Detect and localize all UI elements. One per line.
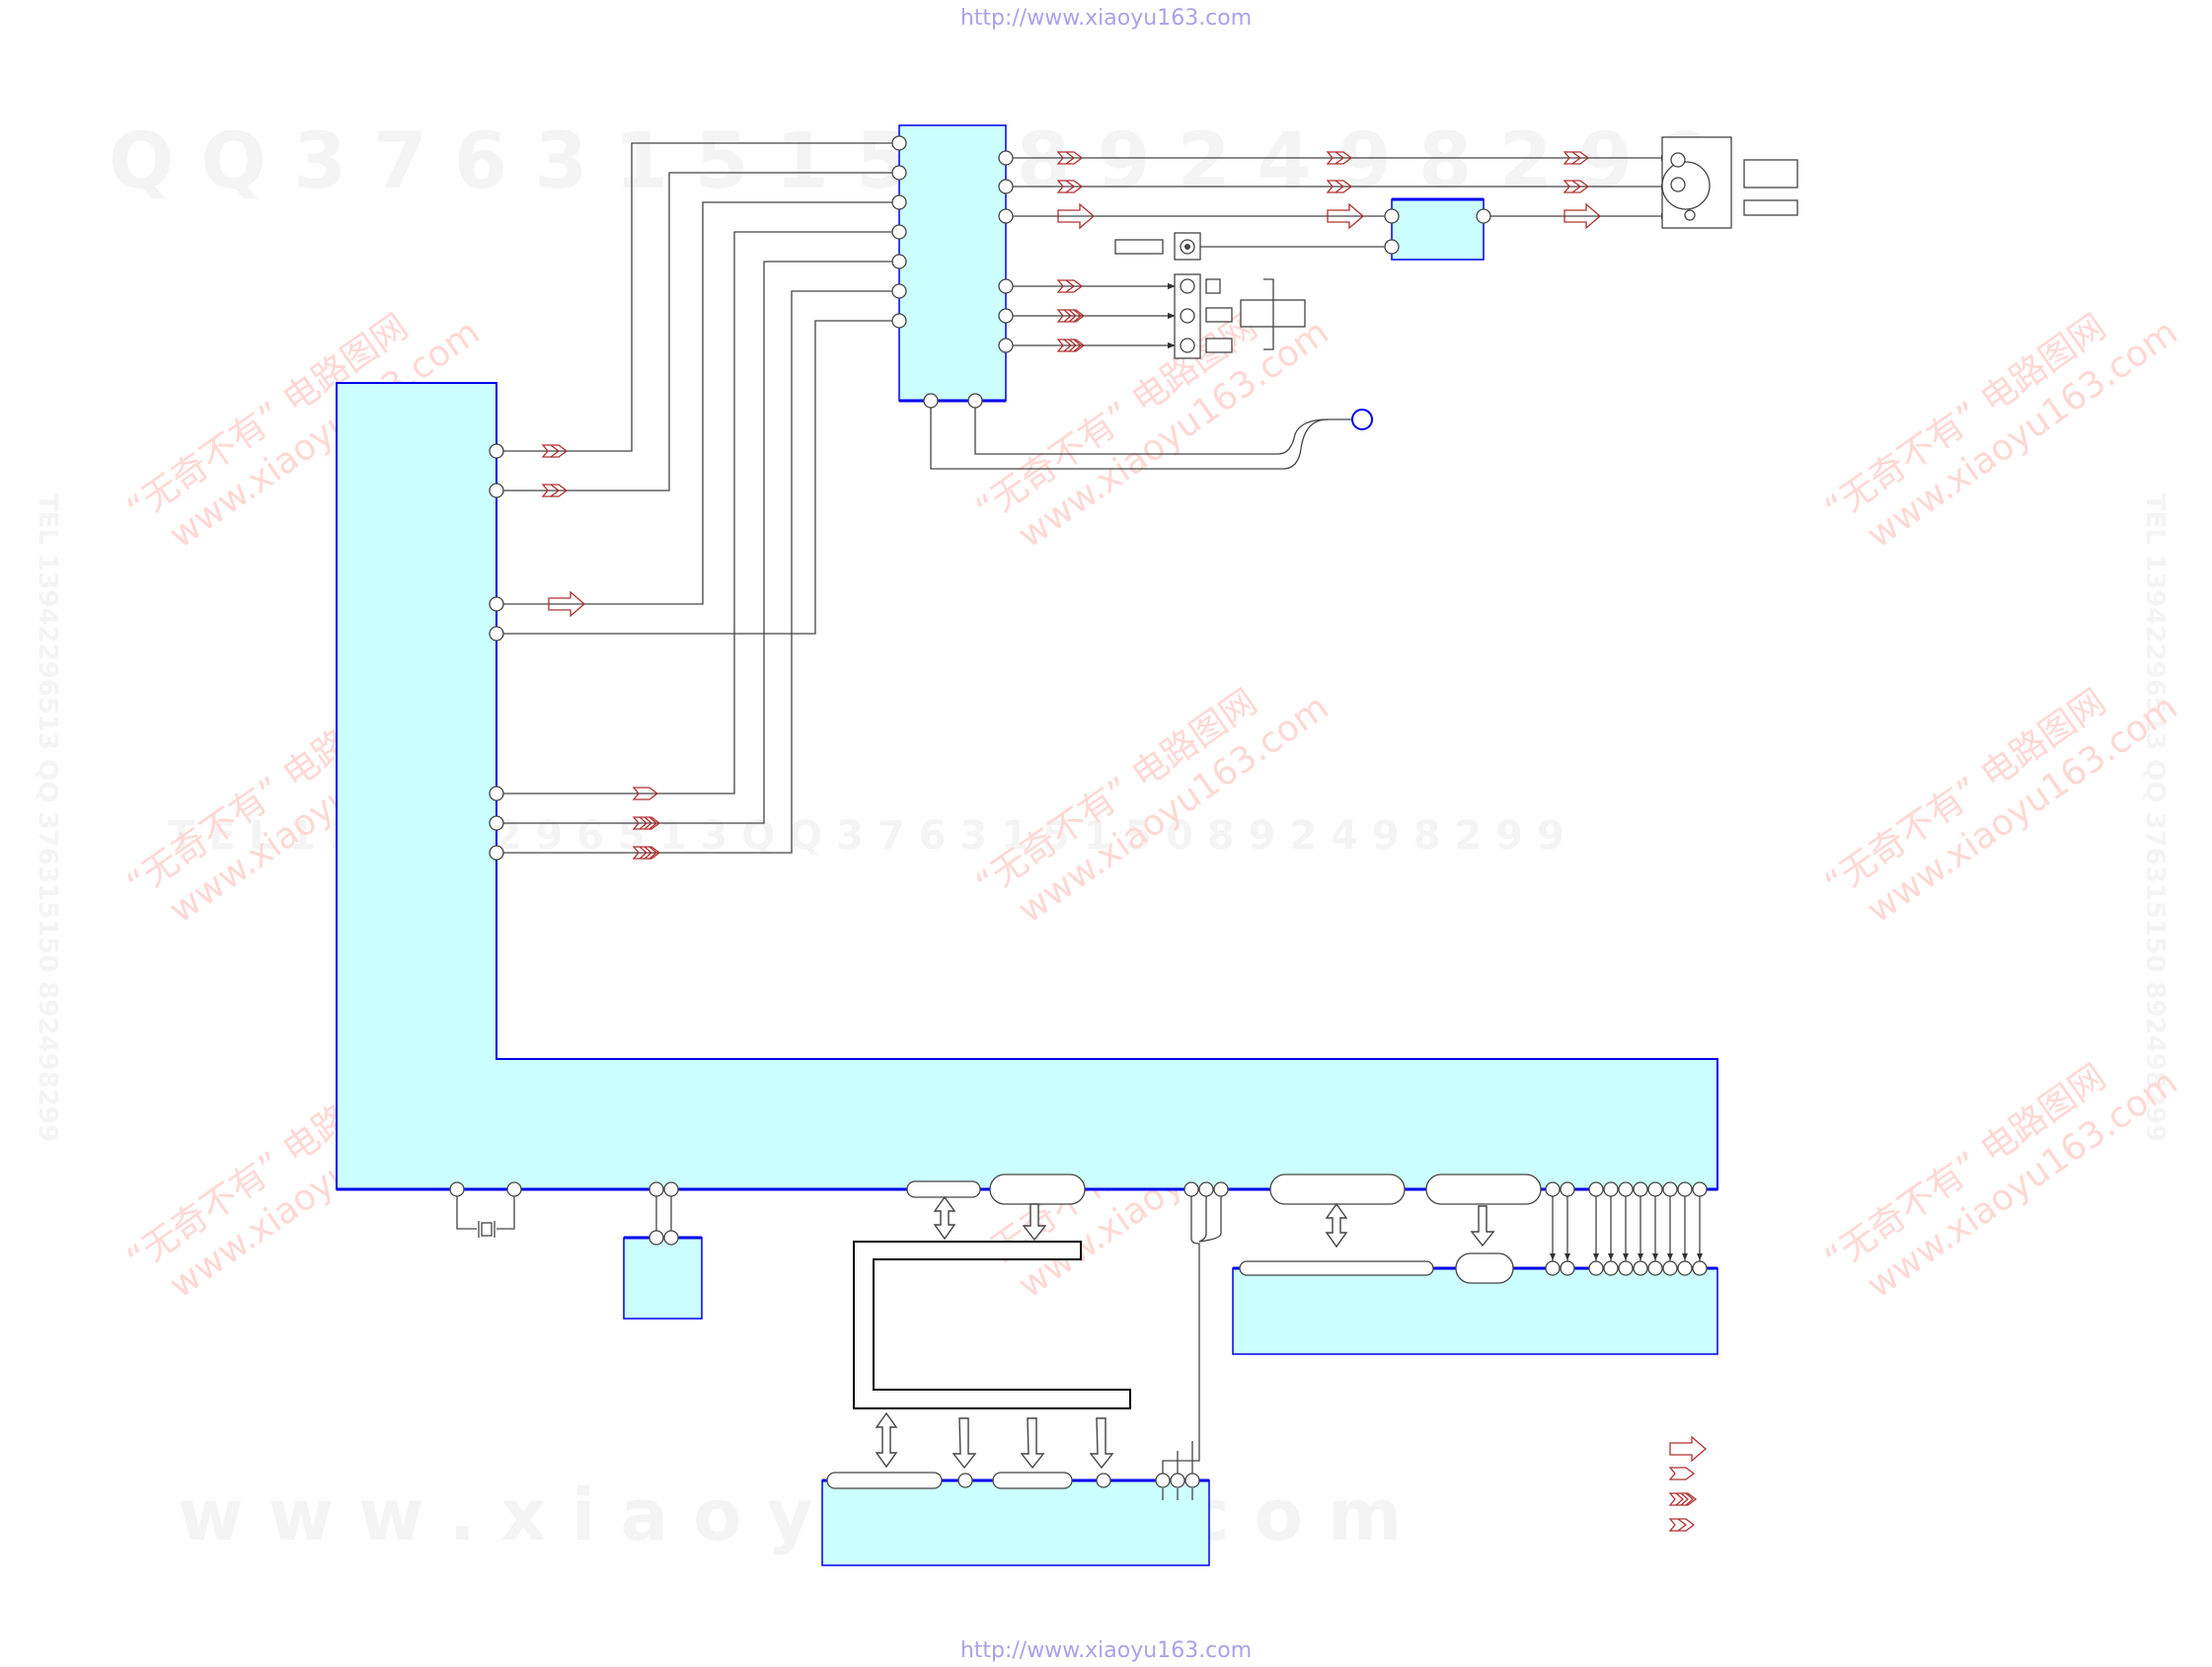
watermark-diag: “无奇不有” 电路图网 www.xiaoyu163.com [969, 682, 1336, 932]
signal-arrow [1668, 1492, 1698, 1506]
signal-arrow [1327, 202, 1364, 230]
signal-arrow [632, 846, 661, 860]
rca-jack [1114, 232, 1201, 261]
input-wires [496, 139, 900, 854]
pins [449, 135, 1491, 1488]
signal-arrow [1056, 339, 1086, 352]
watermark-www: w w w . x i a o y u 1 6 3 . c o m [178, 1474, 1402, 1556]
signal-arrow [541, 444, 569, 458]
eeprom-block [623, 1237, 703, 1320]
header-url[interactable]: http://www.xiaoyu163.com [959, 6, 1253, 31]
signal-arrow [1564, 202, 1601, 230]
signal-arrow [1669, 1435, 1707, 1463]
signal-arrow [1056, 151, 1084, 165]
signal-arrow [541, 484, 569, 497]
signal-arrow [632, 816, 661, 830]
signal-arrow [1563, 151, 1590, 165]
signal-arrow [1056, 180, 1084, 193]
av-connector [1661, 136, 1798, 229]
watermark-side-left: TEL 13942296513 QQ 376315150 892498299 [33, 493, 62, 1142]
buffer-ic [1391, 198, 1485, 261]
memory-block [821, 1479, 1210, 1566]
bus-pins [1545, 1181, 1708, 1276]
bus-connectors [826, 1174, 1542, 1489]
signal-arrow [1057, 202, 1095, 230]
signal-arrow [1563, 180, 1590, 193]
signal-arrow [632, 787, 659, 800]
watermark-diag: “无奇不有” 电路图网 www.xiaoyu163.com [1818, 307, 2185, 557]
signal-arrow [1326, 180, 1353, 193]
watermark-diag: “无奇不有” 电路图网 www.xiaoyu163.com [1818, 1057, 2185, 1307]
legend [1668, 1435, 1707, 1532]
test-point [1351, 409, 1373, 430]
bus-arrows [875, 1195, 1495, 1470]
signal-arrow [1668, 1518, 1696, 1532]
video-switch-ic [898, 124, 1007, 402]
crystal [456, 1196, 515, 1238]
signal-arrow [1668, 1467, 1696, 1480]
signal-arrow [548, 590, 585, 618]
bus-frame [853, 1241, 1131, 1409]
output-wires [927, 154, 1669, 470]
signal-arrows [541, 151, 1601, 860]
signal-arrow [1326, 151, 1353, 165]
watermark-diag: “无奇不有” 电路图网 www.xiaoyu163.com [1818, 682, 2185, 932]
rca-jack-triple [1174, 273, 1306, 359]
footer-url[interactable]: http://www.xiaoyu163.com [959, 1638, 1253, 1663]
signal-arrow [1056, 309, 1086, 323]
signal-arrow [1056, 279, 1084, 293]
watermark-side-right: TEL 13942296513 QQ 376315150 892498299 [2140, 493, 2170, 1142]
